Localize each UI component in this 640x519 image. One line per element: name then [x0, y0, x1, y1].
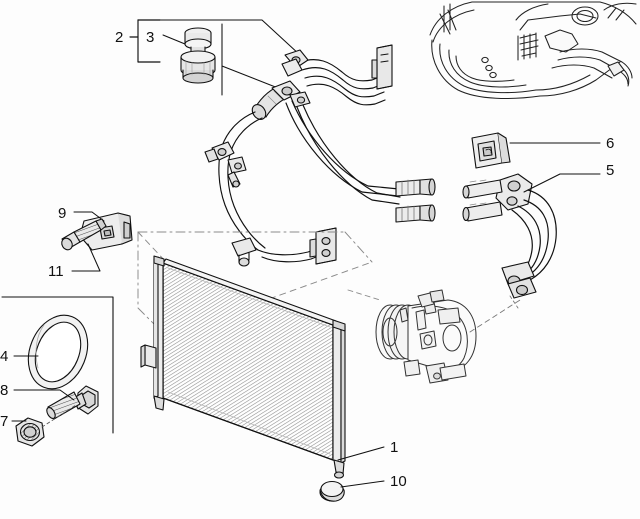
compressor-reference: [375, 289, 521, 384]
part-hex-flange-nut: [15, 417, 45, 447]
callout-label-2: 2: [115, 29, 124, 46]
engine-body-reference: [429, 1, 637, 100]
part-condenser: [140, 255, 346, 479]
part-pressure-switch: [180, 27, 216, 84]
leader-2-lower: [221, 65, 284, 91]
hose-end-upper: [395, 178, 436, 197]
leader-2-top: [137, 19, 301, 56]
part-compressor-hose-assembly: [462, 173, 557, 309]
hose-end-lower: [395, 204, 436, 223]
part-rubber-grommet: [319, 480, 345, 502]
assembly-line-7-8: [41, 404, 77, 428]
construction-leader-condenser: [347, 289, 381, 301]
callout-label-1: 1: [390, 439, 399, 456]
callout-label-9: 9: [58, 205, 67, 222]
callout-label-5: 5: [606, 162, 615, 179]
part-bracket-bolt: [61, 218, 107, 251]
callout-label-7: 7: [0, 413, 9, 430]
leader-3: [162, 34, 186, 45]
part-hex-flange-bolt: [46, 385, 99, 420]
callout-label-3: 3: [146, 29, 155, 46]
callout-label-10: 10: [390, 473, 407, 490]
leader-9: [73, 211, 105, 222]
callout-label-8: 8: [0, 382, 9, 399]
part-retaining-clip: [471, 132, 511, 169]
leader-11: [71, 243, 101, 272]
leader-10: [340, 480, 385, 488]
part-seal-ring: [27, 314, 89, 390]
callout-label-6: 6: [606, 135, 615, 152]
callout-label-11: 11: [48, 263, 64, 280]
leader-1: [337, 446, 385, 461]
leader-5: [523, 173, 601, 193]
part-pipe-assembly: [204, 44, 436, 267]
leader-8: [13, 389, 75, 401]
callout-label-4: 4: [0, 348, 9, 365]
group-frame-left: [1, 296, 114, 434]
